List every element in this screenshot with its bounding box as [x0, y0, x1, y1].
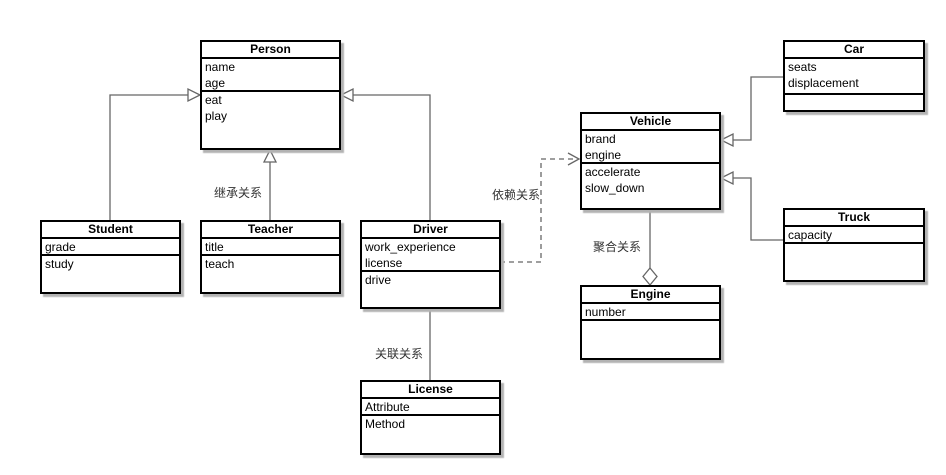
- edge-inheritance-driver-person[interactable]: [339, 87, 431, 220]
- method-row: teach: [205, 257, 235, 271]
- inheritance-relationship-label: 继承关系: [213, 186, 262, 200]
- class-title-vehicle: Vehicle: [582, 114, 719, 131]
- class-title-license: License: [362, 382, 499, 399]
- method-row: slow_down: [585, 181, 645, 195]
- class-box-driver[interactable]: Driver work_experience license drive: [360, 220, 501, 309]
- methods-section: teach: [202, 256, 339, 272]
- class-box-teacher[interactable]: Teacher title teach: [200, 220, 341, 294]
- methods-section: accelerate slow_down: [582, 164, 719, 196]
- method-row: drive: [365, 273, 392, 287]
- attributes-section: capacity: [785, 227, 923, 244]
- class-title-person: Person: [202, 42, 339, 59]
- dependency-relationship-label: 依赖关系: [491, 188, 540, 202]
- edge-inheritance-truck-vehicle[interactable]: [719, 170, 783, 241]
- attribute-row: brand: [585, 132, 616, 146]
- class-title-student: Student: [42, 222, 179, 239]
- method-row: accelerate: [585, 165, 641, 179]
- class-title-teacher: Teacher: [202, 222, 339, 239]
- aggregation-relationship-label: 聚合关系: [592, 240, 641, 254]
- methods-section: drive: [362, 272, 499, 288]
- class-title-engine: Engine: [582, 287, 719, 304]
- attributes-section: number: [582, 304, 719, 321]
- edge-inheritance-car-vehicle[interactable]: [719, 76, 783, 148]
- method-row: study: [45, 257, 74, 271]
- attributes-section: title: [202, 239, 339, 256]
- attribute-row: title: [205, 240, 224, 254]
- attributes-section: seats displacement: [785, 59, 923, 95]
- edge-dependency-driver-vehicle[interactable]: [500, 152, 581, 263]
- methods-section: study: [42, 256, 179, 272]
- attribute-row: work_experience: [365, 240, 456, 254]
- attribute-row: capacity: [788, 228, 833, 242]
- attributes-section: Attribute: [362, 399, 499, 416]
- class-box-student[interactable]: Student grade study: [40, 220, 181, 294]
- method-row: Method: [365, 417, 406, 431]
- association-relationship-label: 关联关系: [374, 347, 423, 361]
- methods-section: Method: [362, 416, 499, 432]
- attributes-section: work_experience license: [362, 239, 499, 272]
- methods-section: eat play: [202, 92, 339, 124]
- attribute-row: age: [205, 76, 226, 90]
- attribute-row: name: [205, 60, 236, 74]
- attribute-row: displacement: [788, 76, 859, 90]
- attribute-row: license: [365, 256, 403, 270]
- class-box-license[interactable]: License Attribute Method: [360, 380, 501, 455]
- method-row: play: [205, 109, 228, 123]
- method-row: eat: [205, 93, 222, 107]
- edge-inheritance-teacher-person[interactable]: [262, 148, 278, 220]
- attribute-row: grade: [45, 240, 76, 254]
- class-box-vehicle[interactable]: Vehicle brand engine accelerate slow_dow…: [580, 112, 721, 210]
- attributes-section: name age: [202, 59, 339, 92]
- attribute-row: number: [585, 305, 626, 319]
- class-title-driver: Driver: [362, 222, 499, 239]
- class-title-car: Car: [785, 42, 923, 59]
- attribute-row: engine: [585, 148, 622, 162]
- attributes-section: grade: [42, 239, 179, 256]
- class-box-engine[interactable]: Engine number: [580, 285, 721, 360]
- class-box-car[interactable]: Car seats displacement: [783, 40, 925, 112]
- class-title-truck: Truck: [785, 210, 923, 227]
- edge-inheritance-student-person[interactable]: [109, 87, 202, 220]
- class-box-person[interactable]: Person name age eat play: [200, 40, 341, 150]
- attributes-section: brand engine: [582, 131, 719, 164]
- attribute-row: seats: [788, 60, 817, 74]
- attribute-row: Attribute: [365, 400, 410, 414]
- class-box-truck[interactable]: Truck capacity: [783, 208, 925, 282]
